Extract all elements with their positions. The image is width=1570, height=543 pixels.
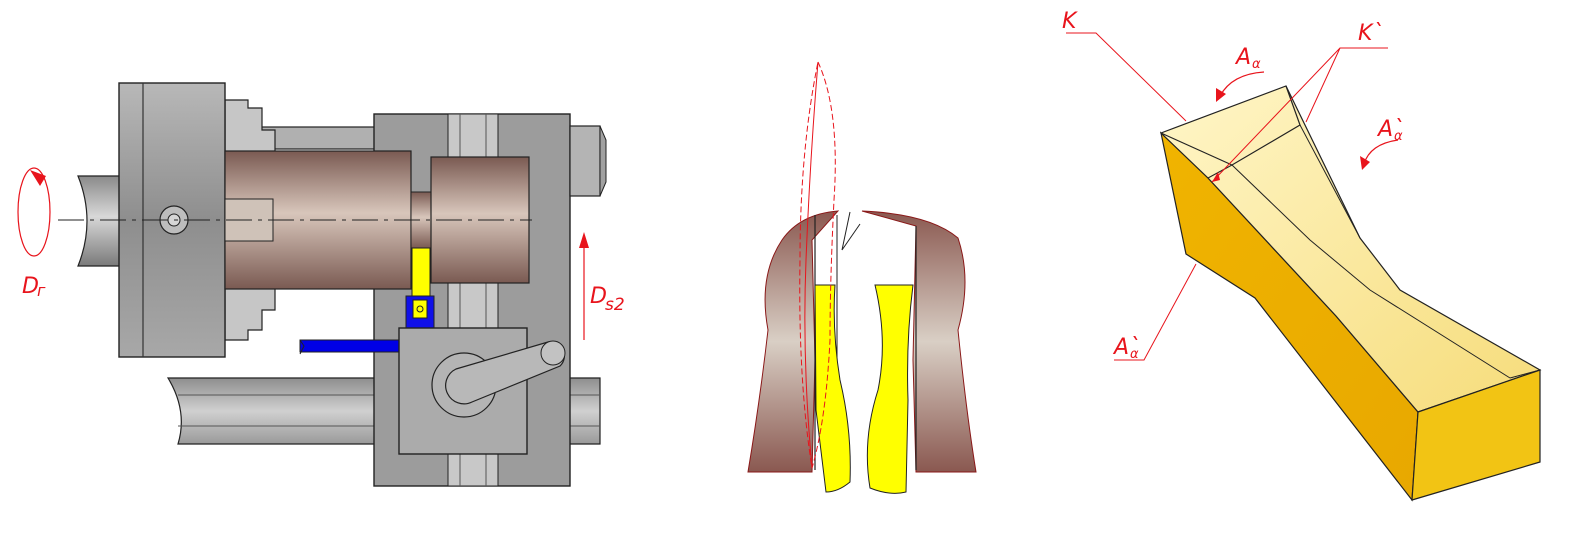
workpiece-right-section <box>861 210 977 473</box>
tool-right-edge <box>866 284 914 494</box>
lathe-drawing: D г D s2 <box>17 82 625 487</box>
rotation-label-sub: г <box>37 281 46 300</box>
spindle-rotation-arrow <box>17 167 51 257</box>
face-top-label-sub: α <box>1252 57 1261 72</box>
workpiece-left-section <box>747 210 840 473</box>
leader-face-left <box>1114 263 1197 361</box>
tool-left-edge <box>814 284 851 493</box>
feed-arrow <box>579 232 589 340</box>
leader-k <box>1066 32 1187 122</box>
spindle-shaft <box>77 175 126 267</box>
face-arrow-top <box>1219 71 1265 97</box>
edge-k-prime-label: K` <box>1358 21 1383 46</box>
feed-label: D <box>590 284 607 309</box>
cutting-tool-tip <box>411 247 431 297</box>
rotation-trajectory <box>799 60 836 469</box>
chuck-jaws <box>224 99 276 153</box>
prism-end-face <box>1411 369 1541 501</box>
rotation-label: D <box>22 274 39 299</box>
face-arrow-right <box>1363 139 1399 165</box>
edge-k-label: K <box>1062 9 1078 34</box>
face-top-label: A <box>1234 45 1251 70</box>
face-left-label-sub: α <box>1130 347 1139 362</box>
tool-bar <box>299 339 401 353</box>
leader-k-prime <box>1211 47 1388 183</box>
face-left-label: A` <box>1112 335 1140 360</box>
face-right-label-sub: α <box>1394 129 1403 144</box>
feed-label-sub: s2 <box>605 295 625 315</box>
face-right-label: A` <box>1376 117 1404 142</box>
tool-cross-section <box>747 60 977 494</box>
tool-prism-3d: K K` A α A` α A` α <box>1062 9 1542 502</box>
